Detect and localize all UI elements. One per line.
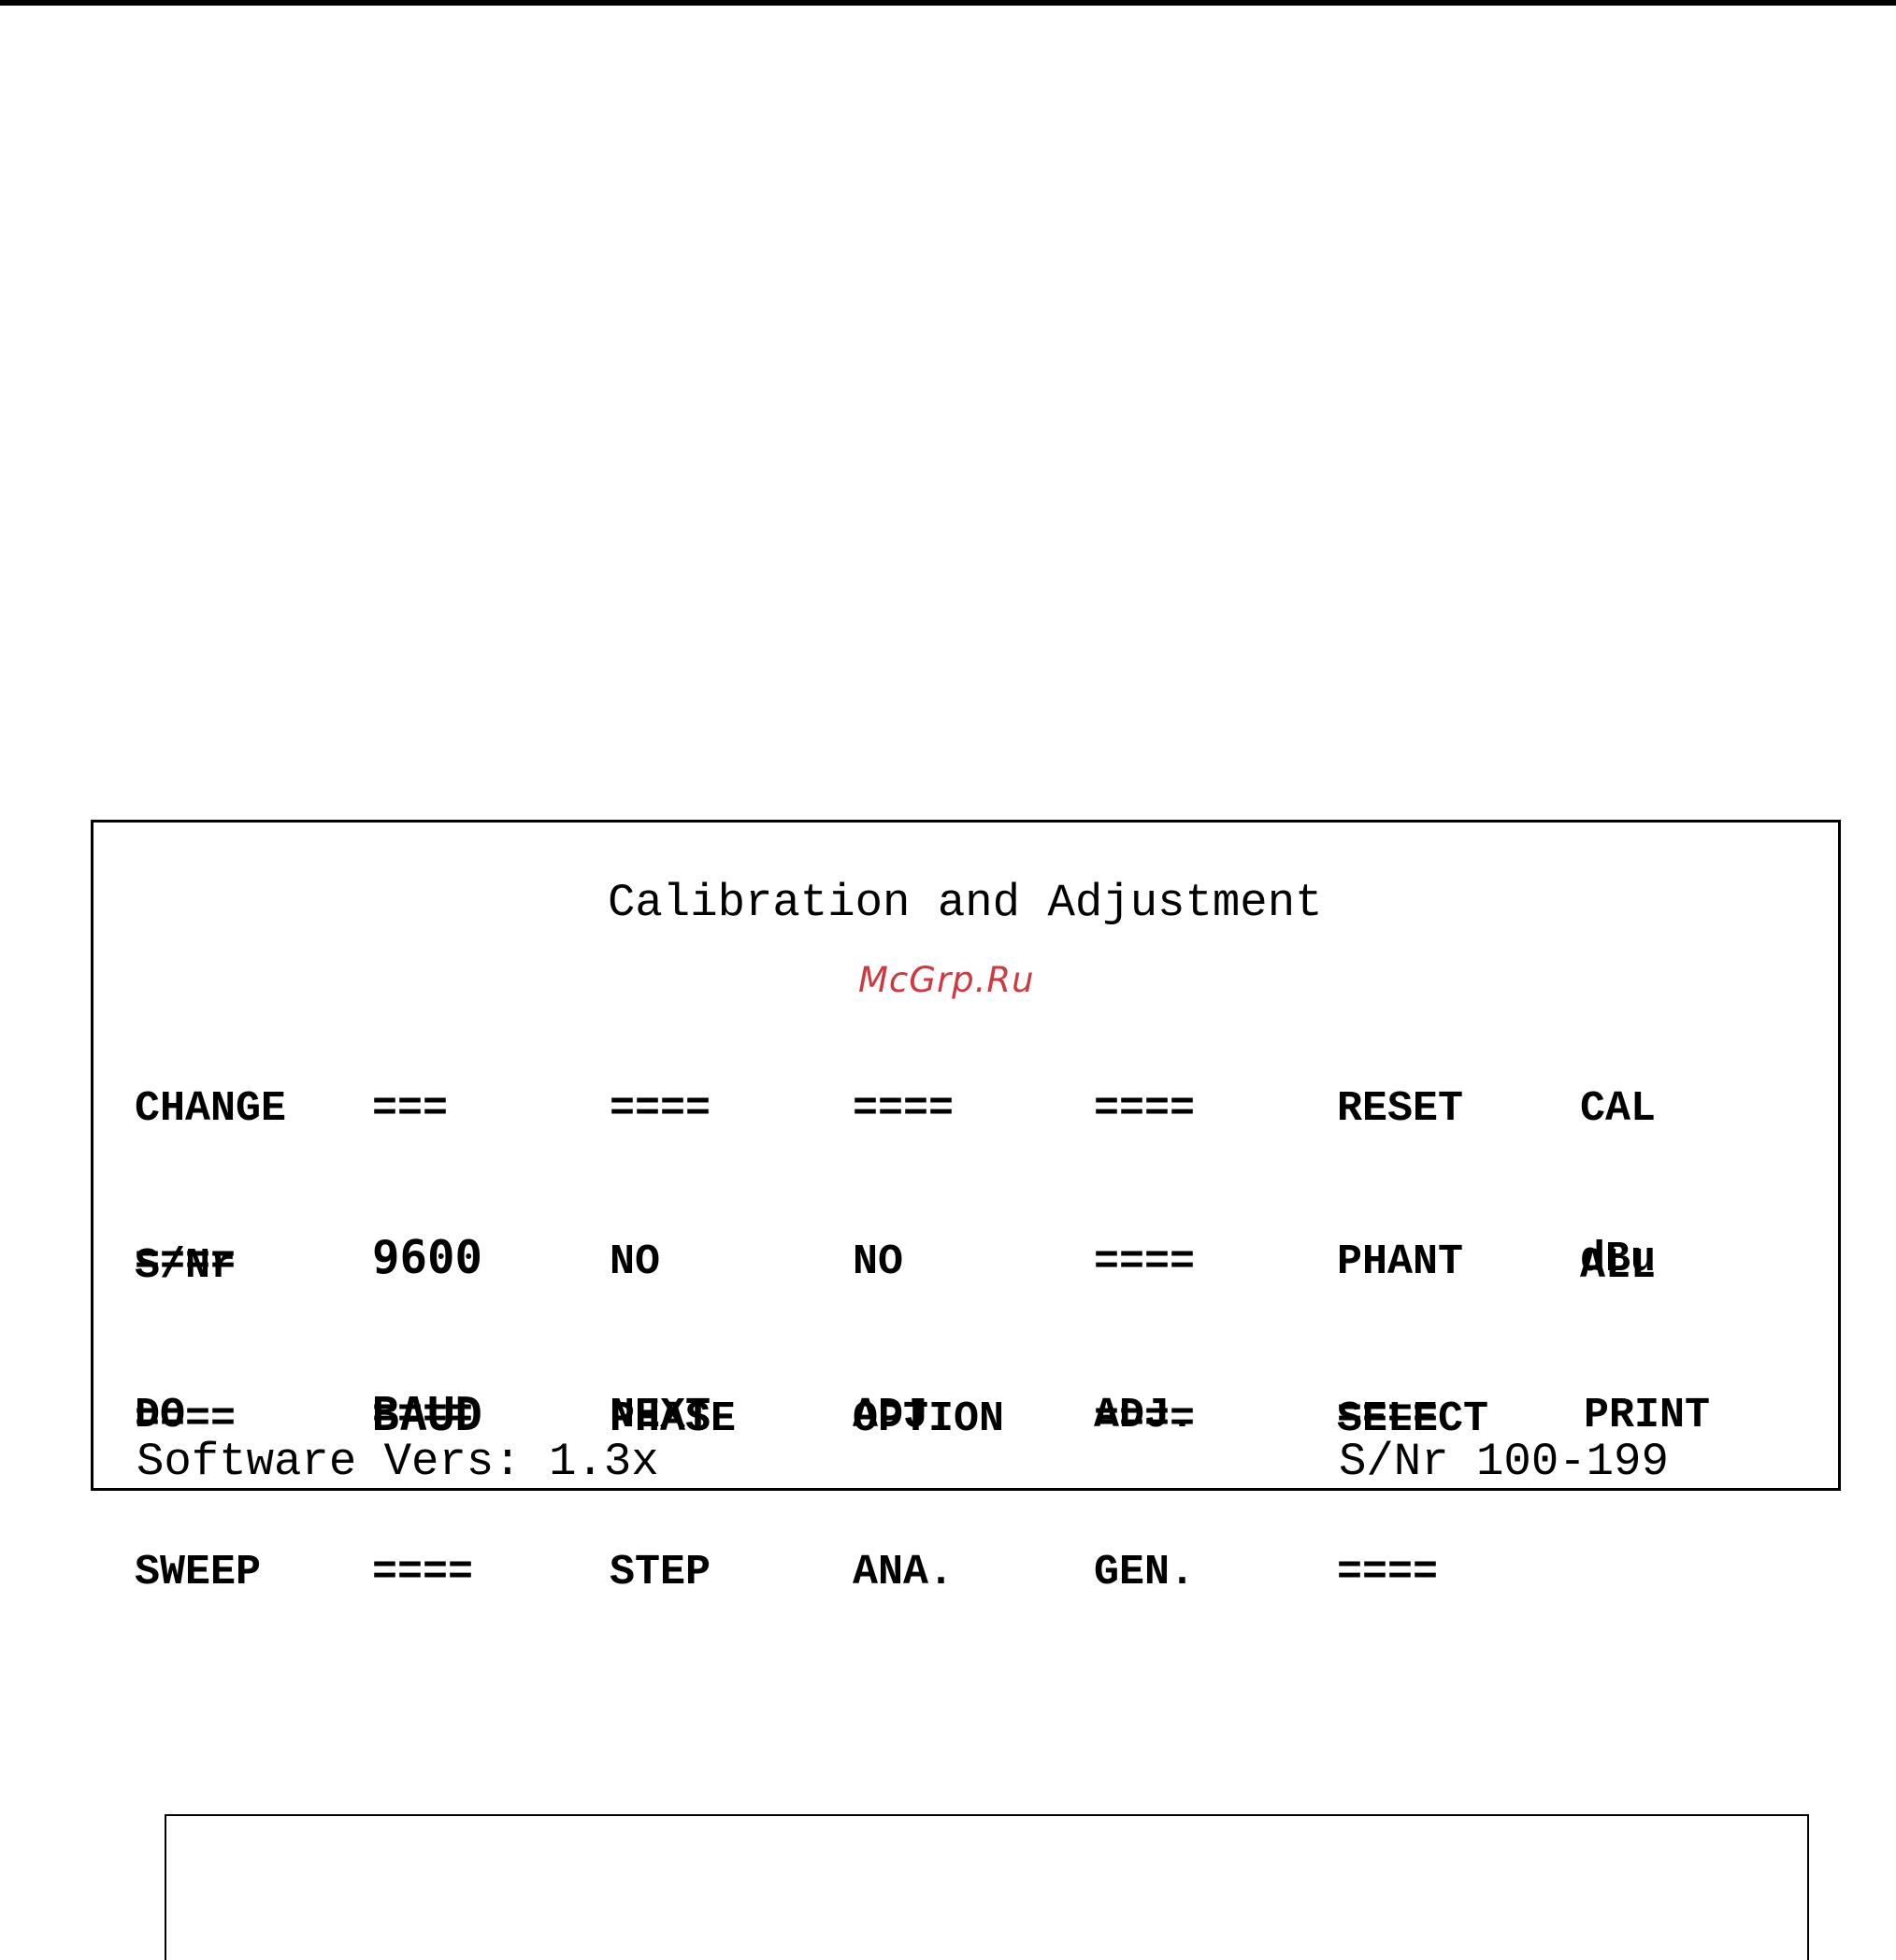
softkey-blank-7[interactable]: ==== ==== [372, 1285, 473, 1652]
software-version: Software Vers: 1.3x [136, 1436, 659, 1488]
softkey-label-line1: ADJ. [1094, 1392, 1196, 1439]
softkey-dbu[interactable]: dBu [1580, 1129, 1656, 1338]
softkey-label-line2: ==== [135, 1395, 237, 1443]
softkey-adj-gen[interactable]: ADJ. GEN. [1094, 1285, 1195, 1652]
softkey-label-line1: PRINT [1584, 1392, 1711, 1439]
softkey-label-line1: NO [610, 1238, 661, 1286]
top-rule [0, 0, 1896, 6]
softkey-do-sweep[interactable]: DO SWEEP [135, 1285, 261, 1652]
softkey-label-line1: NEXT [610, 1392, 711, 1439]
screen-title: Calibration and Adjustment [608, 877, 1323, 929]
softkey-label-line1: ==== [610, 1085, 711, 1133]
softkey-label-line2: SWEEP [135, 1549, 262, 1596]
softkey-reset[interactable]: RESET [1337, 979, 1463, 1188]
softkey-label-line1: ==== [1094, 1085, 1196, 1133]
softkey-label-line1: === [372, 1085, 449, 1133]
softkey-print[interactable]: PRINT [1584, 1285, 1710, 1495]
softkey-label-line2: OPTION [853, 1395, 1005, 1443]
softkey-label-line2: STEP [610, 1549, 711, 1596]
softkey-label-line2: SELECT [1337, 1395, 1489, 1443]
watermark: McGrp.Ru [858, 960, 1035, 1000]
softkey-label-line1: ==== [372, 1392, 474, 1439]
softkey-change-sn[interactable]: CHANGE S/Nr [135, 979, 286, 1345]
softkey-label-line2: ANA. [853, 1549, 955, 1596]
softkey-blank-6[interactable]: ==== ==== [1094, 1132, 1195, 1498]
softkey-label-line2: ALL [1580, 1242, 1657, 1290]
softkey-no-option[interactable]: NO OPTION [853, 1132, 1004, 1498]
serial-range: S/Nr 100-199 [1339, 1436, 1669, 1488]
softkey-label-line2: S/Nr [135, 1242, 237, 1290]
softkey-label-line1: CAL [1580, 1085, 1657, 1133]
softkey-label-line1: CHANGE [135, 1085, 287, 1133]
softkey-label-line1: ==== [135, 1238, 237, 1286]
softkey-label-line2: ==== [1337, 1549, 1439, 1596]
softkey-label-line2: BAUD [372, 1388, 483, 1441]
softkey-label-line2: PHASE [610, 1395, 737, 1443]
softkey-blank-8[interactable]: ==== ==== [1337, 1285, 1438, 1652]
softkey-next-step[interactable]: NEXT STEP [610, 1285, 711, 1652]
softkey-label-line1: RESET [1337, 1085, 1464, 1133]
softkey-label-line1: NO [853, 1238, 904, 1286]
softkey-label-line1: ==== [1094, 1238, 1196, 1286]
bottom-frame [165, 1814, 1809, 1960]
softkey-label-line1: 9600 [372, 1231, 483, 1284]
softkey-no-phase[interactable]: NO PHASE [610, 1132, 736, 1498]
softkey-blank-5[interactable]: ==== ==== [135, 1132, 236, 1498]
softkey-cal-all[interactable]: CAL ALL [1580, 979, 1656, 1345]
softkey-baud[interactable]: 9600 BAUD [372, 1127, 482, 1494]
softkey-label-line1: ADJ. [853, 1392, 955, 1439]
softkey-label-line2: GEN. [1094, 1549, 1196, 1596]
softkey-blank-1[interactable]: === [372, 979, 448, 1188]
softkey-label-line1: PHANT [1337, 1238, 1464, 1286]
calibration-screen-frame [91, 820, 1841, 1491]
softkey-label-line2: ==== [372, 1549, 474, 1596]
softkey-label-line1: ==== [853, 1085, 955, 1133]
softkey-label-line1: DO [135, 1392, 186, 1439]
softkey-blank-4[interactable]: ==== [1094, 979, 1195, 1188]
softkey-blank-3[interactable]: ==== [853, 979, 954, 1188]
softkey-label-line2: ==== [1094, 1395, 1196, 1443]
softkey-blank-2[interactable]: ==== [610, 979, 711, 1188]
softkey-label-line1: dBu [1580, 1236, 1657, 1283]
softkey-phant-select[interactable]: PHANT SELECT [1337, 1132, 1488, 1498]
softkey-adj-ana[interactable]: ADJ. ANA. [853, 1285, 954, 1652]
softkey-label-line1: ==== [1337, 1392, 1439, 1439]
